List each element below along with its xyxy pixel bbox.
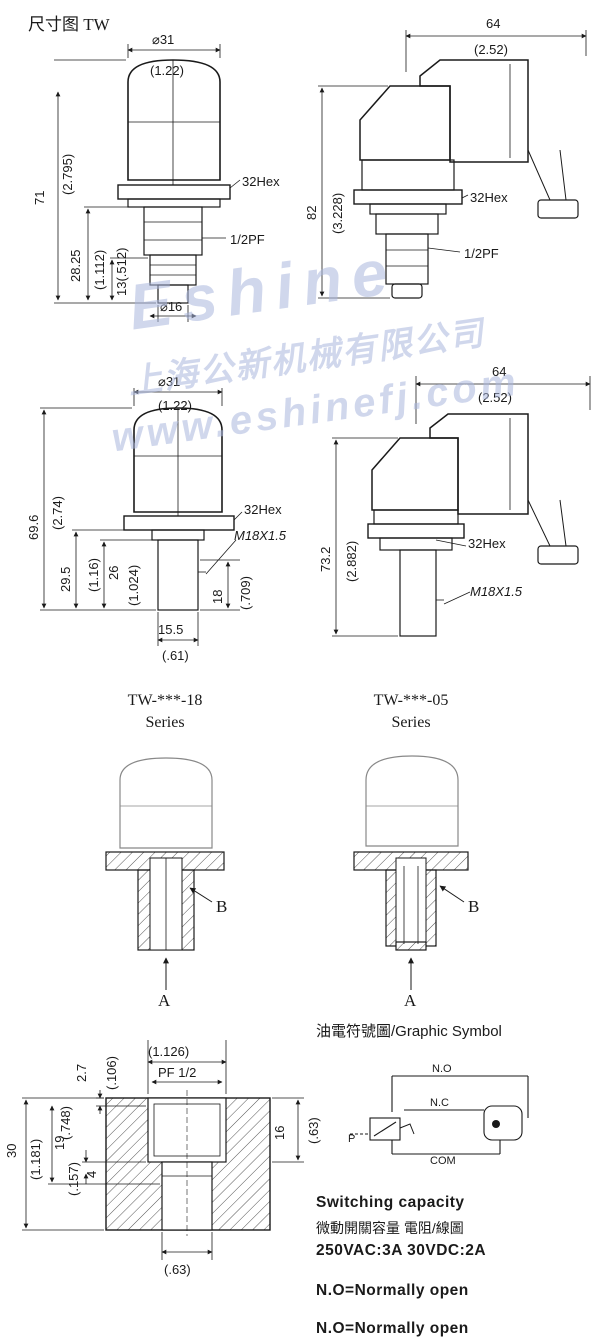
- symbol-com: COM: [430, 1155, 456, 1167]
- ml-height: 69.6: [26, 515, 41, 540]
- series-caption-05: TW-***-05 Series: [346, 690, 476, 734]
- ml-hex: 32Hex: [244, 502, 282, 517]
- top-right-drawing: 64 (2.52) 82 (3.228) 32Hex 1/2PF: [304, 16, 587, 299]
- blk-h-total-in: (1.181): [28, 1139, 43, 1180]
- ml-h4: 18: [210, 590, 225, 604]
- ml-thread: M18X1.5: [234, 528, 287, 543]
- mr-height-in: (2.882): [344, 541, 359, 582]
- mr-hex: 32Hex: [468, 536, 506, 551]
- ml-dia-top-in: (1.22): [158, 398, 192, 413]
- section-right-port: B: [468, 897, 479, 916]
- ml-width: 15.5: [158, 622, 183, 637]
- blk-h-small: 4: [84, 1171, 99, 1178]
- blk-h-total: 30: [4, 1144, 19, 1158]
- mr-width-in: (2.52): [478, 390, 512, 405]
- blk-h-small-in: (.157): [66, 1162, 81, 1196]
- graphic-symbol: 油電符號圖/Graphic Symbol N.O N.C COM P: [316, 1023, 529, 1167]
- mr-thread: M18X1.5: [470, 584, 523, 599]
- series-name: TW-***-18: [127, 692, 203, 709]
- series-caption-18: TW-***-18 Series: [100, 690, 230, 734]
- ml-h4-in: (.709): [238, 576, 253, 610]
- mounting-block: 2.7 (.106) (1.126) PF 1/2 30 (1.181) 19 …: [4, 1040, 321, 1277]
- ml-h3: 26: [106, 566, 121, 580]
- tl-h2-in: (1.112): [92, 250, 107, 290]
- drawing-title: 尺寸图 TW: [28, 15, 110, 34]
- tl-h3: 13(.512): [114, 248, 129, 296]
- blk-h-mid: 19: [52, 1136, 67, 1150]
- section-view-right: B A: [353, 755, 479, 1010]
- spec-note-2: N.O=Normally open: [316, 1320, 469, 1337]
- ml-h2: 29.5: [58, 567, 73, 592]
- connector-head: [359, 85, 451, 161]
- mr-height: 73.2: [318, 547, 333, 572]
- ml-width-in: (.61): [162, 648, 189, 663]
- tl-dia-bottom: ⌀16: [160, 299, 182, 314]
- ml-height-in: (2.74): [50, 496, 65, 530]
- blk-d1-in: (.106): [104, 1056, 119, 1090]
- tl-height-in: (2.795): [60, 154, 75, 195]
- tr-hex: 32Hex: [470, 190, 508, 205]
- tl-dia-top-in: (1.22): [150, 63, 184, 78]
- dome-cap: [127, 59, 221, 181]
- blk-w-bottom-in: (.63): [164, 1262, 191, 1277]
- blk-thread: PF 1/2: [158, 1065, 196, 1080]
- blk-h-mid-in: (.748): [58, 1106, 73, 1140]
- section-left-port: B: [216, 897, 227, 916]
- symbol-no: N.O: [432, 1063, 452, 1075]
- tr-width: 64: [486, 16, 500, 31]
- tl-thread: 1/2PF: [230, 232, 265, 247]
- tr-width-in: (2.52): [474, 42, 508, 57]
- spec-rating: 250VAC:3A 30VDC:2A: [316, 1242, 487, 1259]
- spec-cn: 微動開關容量 電阻/線圖: [316, 1220, 464, 1236]
- hex-nut: [117, 184, 231, 200]
- ml-h2-in: (1.16): [86, 558, 101, 592]
- section-right-inlet: A: [404, 991, 417, 1010]
- series-suffix: Series: [391, 714, 431, 731]
- tl-h2: 28.25: [68, 249, 83, 282]
- blk-w1-in: (1.126): [148, 1044, 189, 1059]
- spec-heading: Switching capacity: [316, 1194, 465, 1211]
- mid-left-drawing: ⌀31 (1.22) 69.6 (2.74) 29.5 (1.16) 26 (1…: [26, 374, 287, 663]
- tl-height: 71: [32, 191, 47, 205]
- symbol-title: 油電符號圖/Graphic Symbol: [316, 1023, 502, 1040]
- blk-d1: 2.7: [74, 1064, 89, 1082]
- section-view-left: B A: [105, 757, 227, 1010]
- symbol-p: P: [348, 1133, 355, 1145]
- blk-h-depth-in: (.63): [306, 1117, 321, 1144]
- mid-right-drawing: 64 (2.52) 73.2 (2.882) 32Hex M18X1.5: [318, 364, 591, 637]
- tr-height: 82: [304, 206, 319, 220]
- spec-note-1: N.O=Normally open: [316, 1282, 469, 1299]
- symbol-nc: N.C: [430, 1097, 449, 1109]
- series-name: TW-***-05: [373, 692, 449, 709]
- tr-height-in: (3.228): [330, 193, 345, 234]
- tl-dia-top: ⌀31: [152, 32, 174, 47]
- mr-width: 64: [492, 364, 506, 379]
- section-left-inlet: A: [158, 991, 171, 1010]
- ml-dia-top: ⌀31: [158, 374, 180, 389]
- ml-h3-in: (1.024): [126, 565, 141, 606]
- tl-hex: 32Hex: [242, 174, 280, 189]
- series-suffix: Series: [145, 714, 185, 731]
- tr-thread: 1/2PF: [464, 246, 499, 261]
- blk-h-depth: 16: [272, 1126, 287, 1140]
- top-left-drawing: ⌀31 (1.22) 71 (2.795) 28.25 (1.112) 13(.…: [32, 32, 280, 322]
